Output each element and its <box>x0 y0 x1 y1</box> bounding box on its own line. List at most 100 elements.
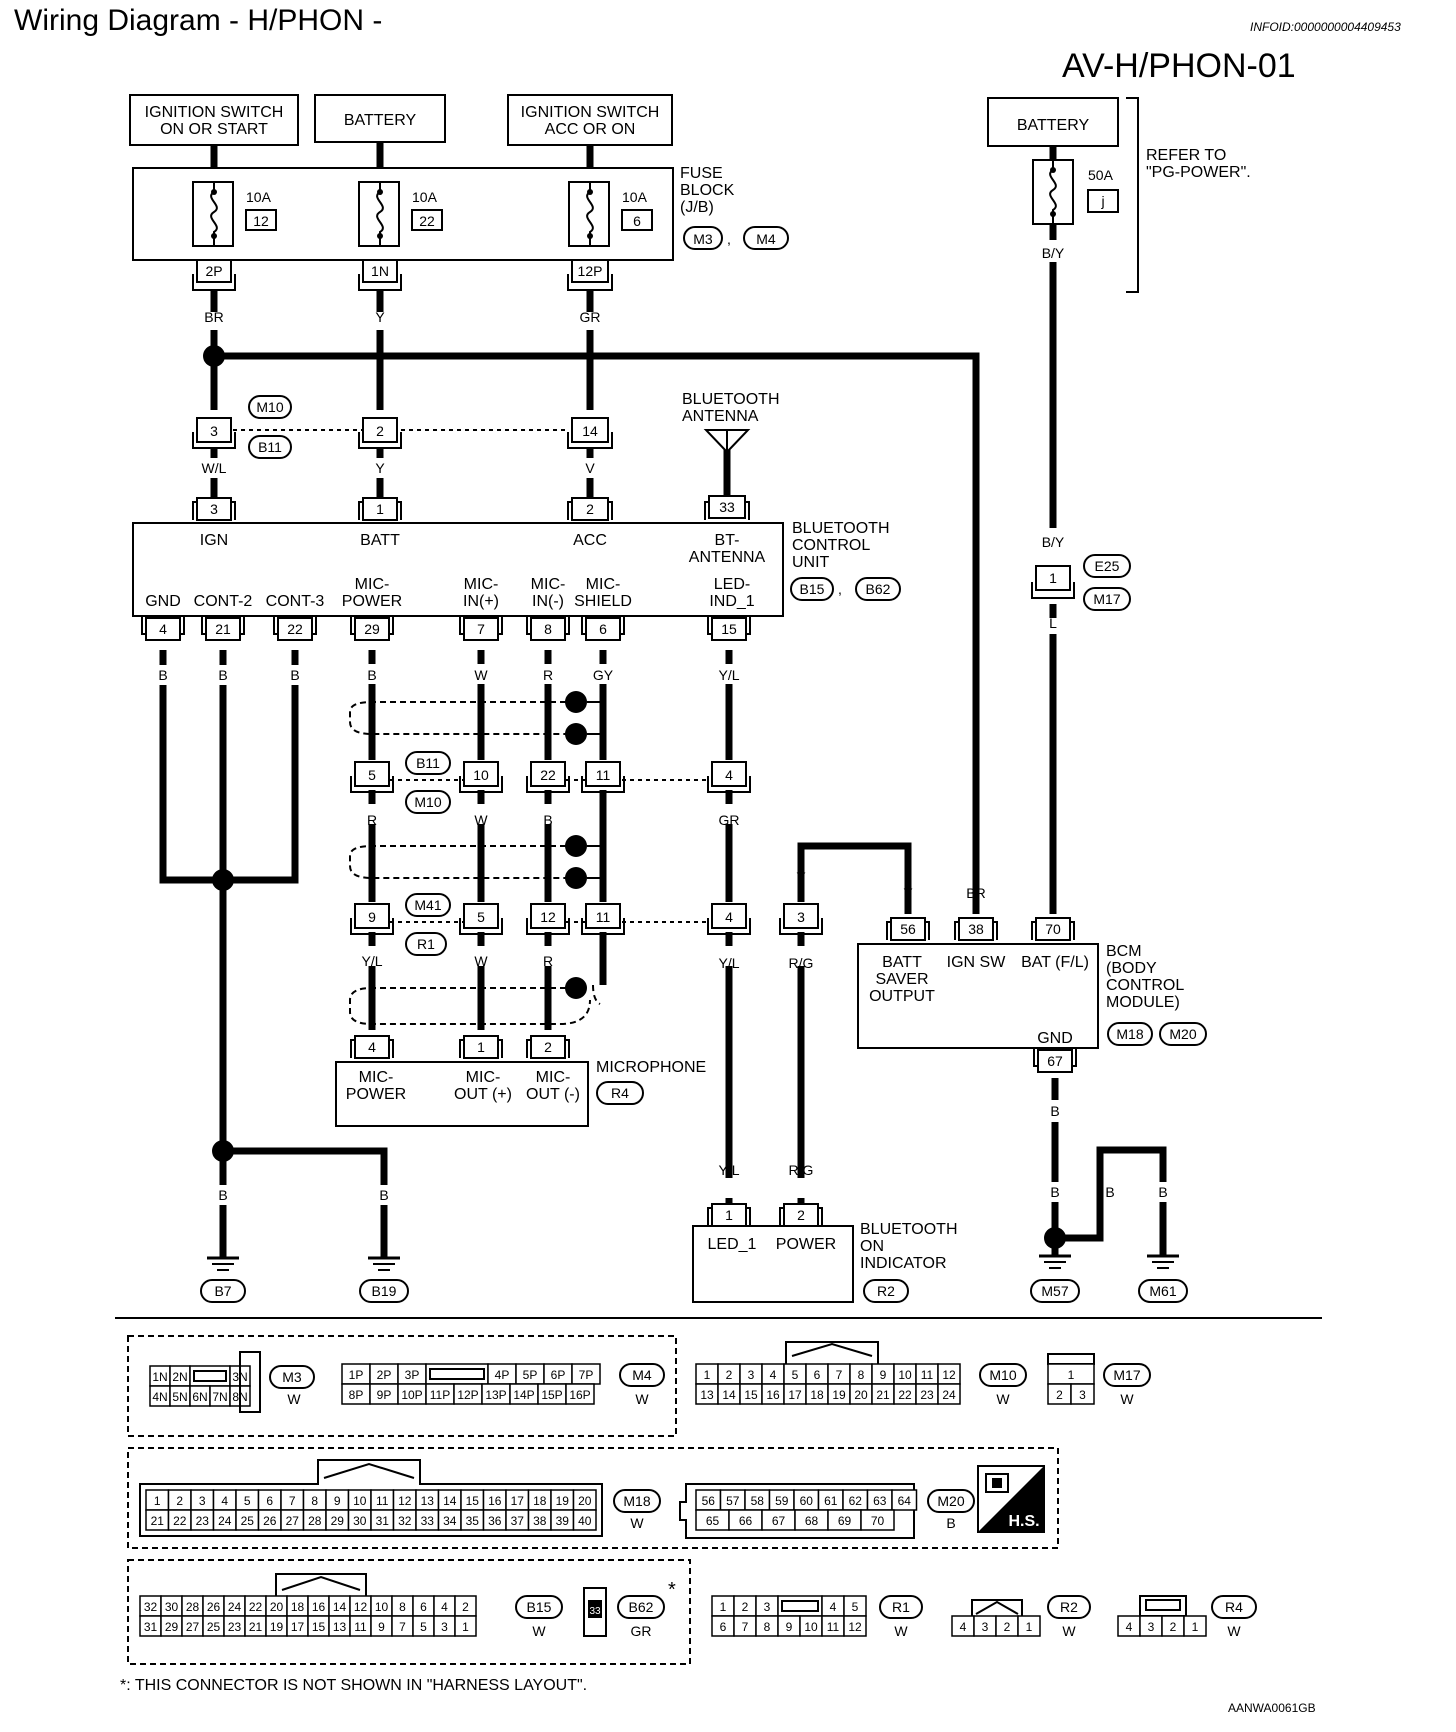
svg-text:B15: B15 <box>800 581 825 597</box>
pin-number: 38 <box>968 921 984 937</box>
connector-tag-label: M10 <box>989 1367 1016 1383</box>
connector-pin: 37 <box>511 1514 525 1528</box>
wire-label: Y/L <box>361 953 382 969</box>
connector-tag-label: M3 <box>282 1369 302 1385</box>
mic-pin-2: 2 <box>526 1035 570 1059</box>
connector-tag-label: R2 <box>1060 1599 1078 1615</box>
fuse-block-connectors: M3 , M4 <box>683 226 789 250</box>
bcm-pin-gnd: 67 <box>1033 1048 1077 1073</box>
connector-pin: 29 <box>165 1620 179 1634</box>
wire-label: B <box>218 667 227 683</box>
svg-text:LED-: LED- <box>714 576 750 593</box>
connector-pin: 14 <box>333 1600 347 1614</box>
connector-pin: 38 <box>533 1514 547 1528</box>
connector-pin: 12 <box>848 1620 862 1634</box>
connector-pin: 39 <box>556 1514 570 1528</box>
svg-text:1N: 1N <box>371 263 389 279</box>
svg-text:B11: B11 <box>258 439 282 455</box>
svg-text:B/Y: B/Y <box>1042 534 1065 550</box>
pin-number: 22 <box>540 767 556 783</box>
svg-text:B7: B7 <box>214 1283 231 1299</box>
connector-color: W <box>1062 1623 1076 1639</box>
connector-pin: 13 <box>421 1494 435 1508</box>
svg-text:LED_1: LED_1 <box>708 1236 757 1253</box>
connector-pin: 23 <box>196 1514 210 1528</box>
svg-text:M61: M61 <box>1149 1283 1176 1299</box>
connector-pin: 6 <box>266 1494 273 1508</box>
connector-tag <box>1103 1363 1151 1387</box>
connector-pin: 1 <box>1068 1368 1075 1382</box>
svg-text:L: L <box>1049 885 1057 901</box>
svg-text:IGN: IGN <box>200 532 228 549</box>
svg-text:BLUETOOTH: BLUETOOTH <box>792 520 890 537</box>
ground-m57: M57 <box>1030 1254 1080 1303</box>
connector-pin: 4 <box>770 1368 777 1382</box>
connector-pin: 30 <box>353 1514 367 1528</box>
connector-pin: 2 <box>1004 1620 1011 1634</box>
connector-pin: 40 <box>578 1514 592 1528</box>
fuse-3: 10A 6 <box>568 181 653 247</box>
pin-number: 67 <box>1047 1053 1063 1069</box>
connector-pin: 18 <box>533 1494 547 1508</box>
connector-cell <box>860 1509 895 1531</box>
joint-pin-11: 11 <box>581 903 625 935</box>
pin-number: 5 <box>368 767 376 783</box>
connector-pin: 57 <box>726 1494 740 1508</box>
bcm-pin-70: 70 <box>1031 917 1075 941</box>
connector-pin: 20 <box>854 1388 868 1402</box>
footnote: *: THIS CONNECTOR IS NOT SHOWN IN "HARNE… <box>120 1677 587 1694</box>
svg-text:MIC-: MIC- <box>531 576 566 593</box>
connector-pin: 6 <box>420 1600 427 1614</box>
connector-pin: 27 <box>286 1514 300 1528</box>
connector-tag <box>1047 1595 1091 1619</box>
connector-tag-label: M17 <box>1113 1367 1140 1383</box>
connector-pin: 1N <box>152 1370 167 1384</box>
svg-text:33: 33 <box>719 499 735 515</box>
connector-slot <box>429 1368 485 1380</box>
connector-pin: 9 <box>786 1620 793 1634</box>
svg-text:6: 6 <box>633 213 641 229</box>
svg-text:CONTROL: CONTROL <box>1106 977 1184 994</box>
svg-text:BT-: BT- <box>715 532 740 549</box>
wire-label: R <box>543 667 553 683</box>
connector-pin: 14 <box>722 1388 736 1402</box>
connector-tag <box>879 1595 923 1619</box>
svg-text:OUTPUT: OUTPUT <box>869 988 935 1005</box>
connector-pin: 2 <box>726 1368 733 1382</box>
ign-on-start-box: IGNITION SWITCH ON OR START <box>129 94 299 146</box>
connector-pin: 5 <box>792 1368 799 1382</box>
connector-pin: 13P <box>485 1388 506 1402</box>
b11-m10-tags: B11 M10 <box>405 751 451 814</box>
connector-pin: 11 <box>827 1620 840 1634</box>
refer-to-label: REFER TO <box>1146 147 1226 164</box>
wire-label: B <box>367 667 376 683</box>
connector-pin: 5 <box>420 1620 427 1634</box>
bcu-pin-8: 8 <box>526 616 570 641</box>
upper-wires <box>210 224 1057 914</box>
connector-pin: 2 <box>462 1600 469 1614</box>
wire-label: Y/L <box>718 667 739 683</box>
wire-label-y2: Y <box>375 460 385 476</box>
splice-gnd-1 <box>212 869 234 891</box>
fuse-terminal-12P: 12P <box>567 259 613 291</box>
connector-cell <box>843 1615 867 1637</box>
svg-text:BLUETOOTH: BLUETOOTH <box>860 1221 958 1238</box>
connector-pin: 16 <box>488 1494 502 1508</box>
svg-text:INDICATOR: INDICATOR <box>860 1255 947 1272</box>
svg-text:50A: 50A <box>1088 167 1114 183</box>
connector-tag-label: B15 <box>527 1599 552 1615</box>
joint-pin-9: 9 <box>350 903 394 935</box>
info-id: INFOID:0000000004409453 <box>1250 20 1401 34</box>
pin-number: 70 <box>1045 921 1061 937</box>
connector-pin: 66 <box>739 1514 753 1528</box>
svg-text:M3: M3 <box>693 231 713 247</box>
wire-label: B <box>1105 1184 1114 1200</box>
page-title: Wiring Diagram - H/PHON - <box>14 4 382 37</box>
connector-pin: 63 <box>873 1494 887 1508</box>
connector-color: W <box>1120 1391 1134 1407</box>
connector-cell <box>937 1383 961 1405</box>
connector-pin: 19 <box>556 1494 570 1508</box>
svg-text:GND: GND <box>1037 1030 1073 1047</box>
svg-text:2P: 2P <box>205 263 222 279</box>
